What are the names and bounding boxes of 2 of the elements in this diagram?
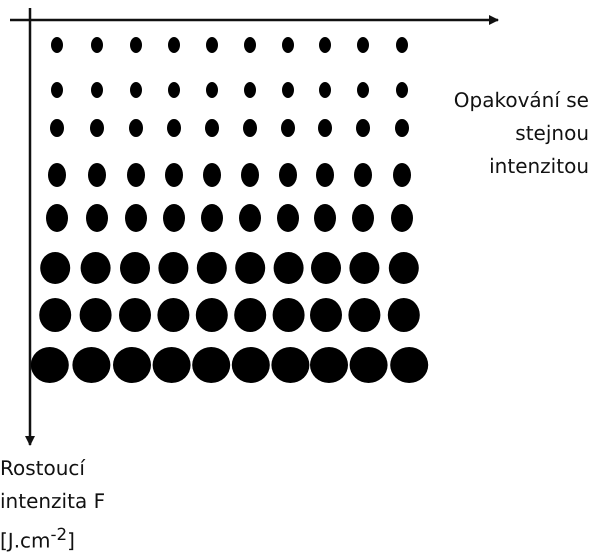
axis-label: Rostoucí intenzita F [J.cm$^{-2}$] (0, 455, 106, 555)
axis-label: Opakování se stejnou intenzitou (452, 87, 589, 180)
